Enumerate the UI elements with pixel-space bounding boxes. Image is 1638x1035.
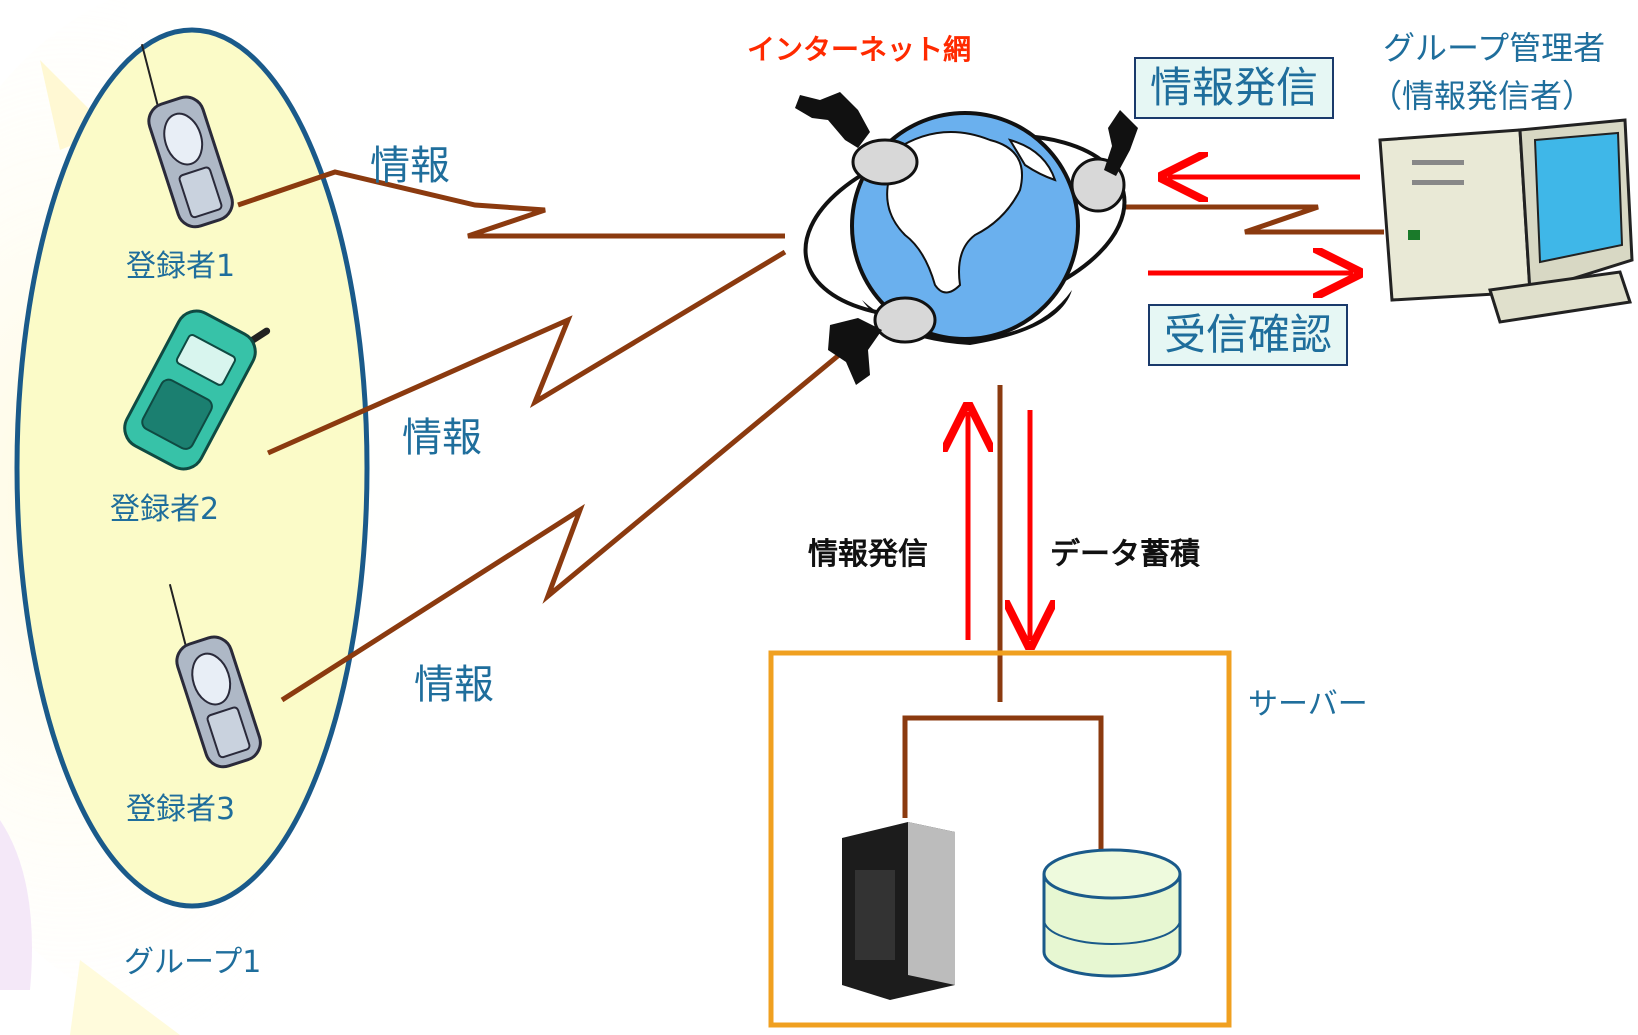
internet-title: インターネット網 (747, 33, 972, 66)
link-member-1 (237, 169, 785, 239)
send-info-box: 情報発信 (1134, 57, 1335, 119)
receipt-confirm-box: 受信確認 (1148, 304, 1349, 366)
link-admin (1125, 204, 1384, 235)
phone-3-icon (168, 583, 262, 769)
database-icon (1042, 848, 1182, 978)
admin-title-line1: グループ管理者 (1383, 29, 1606, 67)
phone-2-icon (123, 309, 271, 471)
link-member-3 (280, 348, 847, 703)
member-1-label: 登録者1 (126, 249, 236, 284)
arrows (968, 177, 1360, 640)
globe-icon (795, 92, 1138, 385)
member-2-label: 登録者2 (110, 492, 220, 527)
phone-1-icon (140, 43, 234, 229)
info-label-1: 情報 (370, 143, 450, 189)
links (237, 169, 1384, 858)
server-branch (902, 715, 1104, 858)
server-box (768, 650, 1232, 1028)
member-3-label: 登録者3 (126, 792, 236, 827)
desktop-computer-icon (1378, 118, 1634, 324)
link-member-2 (266, 249, 787, 456)
info-label-3: 情報 (414, 662, 494, 708)
server-tower-icon (842, 822, 955, 1000)
info-label-2: 情報 (402, 415, 482, 461)
admin-title-line2: （情報発信者） (1370, 77, 1595, 115)
server-up-label: 情報発信 (808, 537, 928, 572)
group-label: グループ1 (124, 945, 262, 980)
server-label: サーバー (1248, 687, 1368, 722)
server-down-label: データ蓄積 (1050, 537, 1200, 572)
